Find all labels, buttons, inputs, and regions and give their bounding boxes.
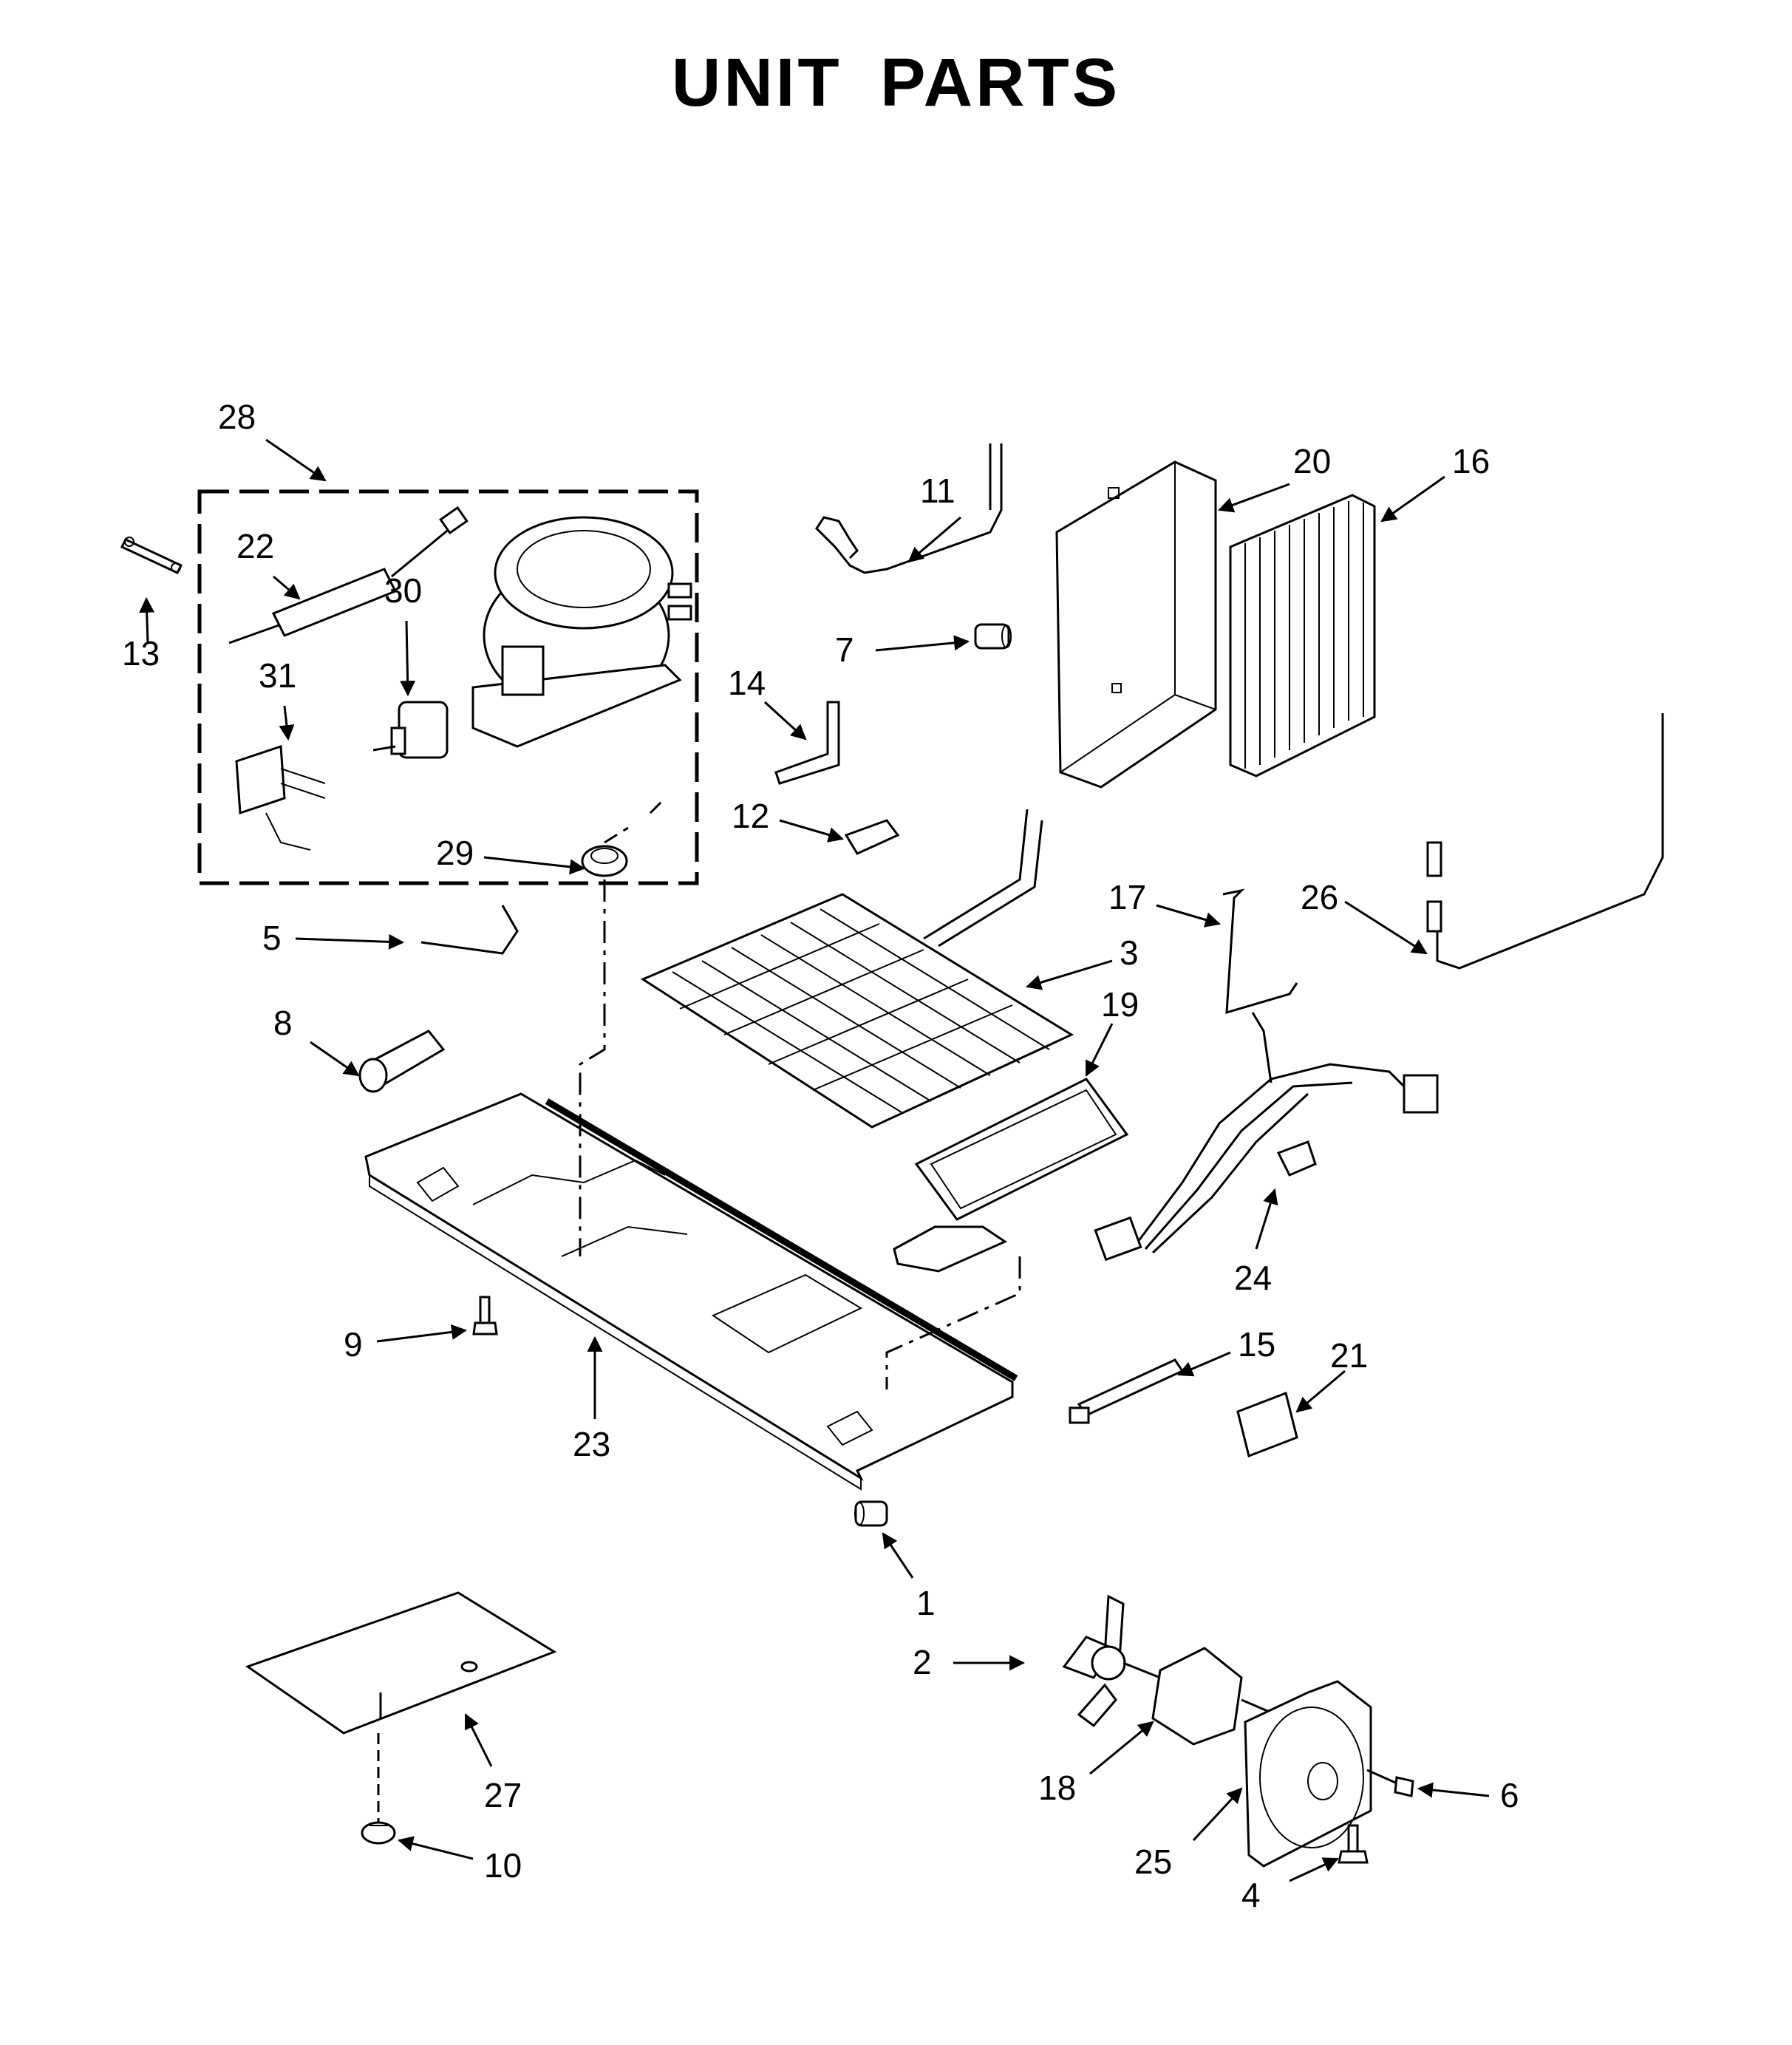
callout-6: 6 [1500,1776,1519,1814]
evaporator-cover[interactable] [1055,460,1217,789]
callout-24: 24 [1234,1259,1272,1297]
callout-4: 4 [1241,1876,1261,1914]
callout-21: 21 [1330,1336,1368,1375]
start-relay[interactable] [372,701,449,759]
run-capacitor[interactable] [235,744,326,851]
callout-23: 23 [573,1425,610,1463]
evaporator-coil[interactable] [1229,494,1376,777]
insulation-sheet[interactable] [245,1591,557,1822]
insulation-tube-8[interactable] [358,1030,446,1093]
callout-13: 13 [122,634,160,673]
callout-14: 14 [728,664,766,702]
callout-31: 31 [259,656,296,695]
compressor-assembly-boundary [197,489,699,885]
connector-tube-1[interactable] [854,1500,888,1527]
evaporator-grid[interactable] [640,809,1074,1129]
callout-10: 10 [484,1846,522,1885]
callout-12: 12 [732,797,769,835]
callout-16: 16 [1452,442,1490,480]
callout-3: 3 [1120,933,1139,972]
callout-29: 29 [436,834,474,872]
callout-20: 20 [1293,442,1331,480]
callout-5: 5 [262,919,282,957]
connector-tube-7[interactable] [974,623,1012,650]
screw-6[interactable] [1366,1769,1414,1797]
overload-protector[interactable] [581,845,628,877]
clip-12[interactable] [844,819,900,855]
callout-18: 18 [1038,1769,1076,1807]
callout-1: 1 [916,1584,936,1622]
capillary-tube[interactable] [815,443,1003,574]
callout-30: 30 [384,571,422,610]
callout-11: 11 [920,472,955,510]
filter-drier[interactable] [228,506,469,644]
page-title: UNIT PARTS [671,45,1121,120]
callout-19: 19 [1101,985,1139,1024]
screw-4[interactable] [1338,1824,1369,1864]
fan-blade[interactable] [1062,1594,1126,1728]
callout-26: 26 [1301,878,1338,916]
callout-27: 27 [484,1776,522,1814]
callout-17: 17 [1108,878,1146,916]
fan-shroud[interactable] [1244,1680,1372,1868]
callout-25: 25 [1134,1842,1172,1881]
callout-7: 7 [835,630,854,669]
unit-base-plate[interactable] [364,1092,1018,1491]
callout-28: 28 [218,398,256,436]
callout-22: 22 [236,527,274,565]
defrost-heater[interactable] [1426,713,1664,970]
tube-elbow-14[interactable] [774,701,840,785]
bracket-17[interactable] [1222,888,1298,1015]
drain-pan[interactable] [893,1078,1129,1273]
heater-strip-15[interactable] [1069,1358,1185,1424]
callout-9: 9 [344,1325,363,1364]
link-clip[interactable] [120,537,183,574]
tube-5[interactable] [420,905,519,955]
screw-9[interactable] [472,1296,498,1335]
callout-8: 8 [273,1004,293,1042]
callout-15: 15 [1238,1325,1275,1364]
callout-2: 2 [913,1643,932,1681]
insulation-pad-21[interactable] [1236,1391,1298,1458]
wiring-harness[interactable] [1094,1012,1439,1262]
compressor[interactable] [471,516,692,748]
foot-10[interactable] [361,1821,396,1845]
